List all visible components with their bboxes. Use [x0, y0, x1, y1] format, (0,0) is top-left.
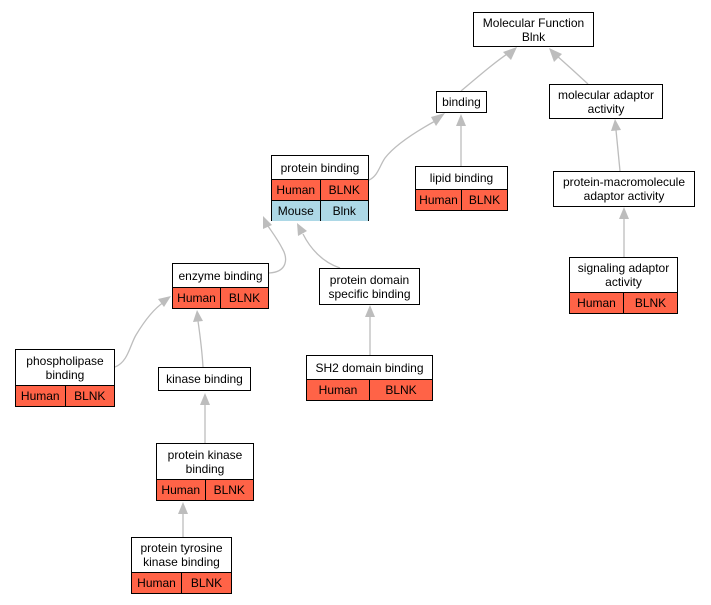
- arrowhead: [431, 113, 445, 126]
- species-row-human: Human BLNK: [570, 292, 677, 313]
- species-cell: Human: [177, 291, 216, 305]
- node-signaling-adaptor-activity[interactable]: signaling adaptor activity Human BLNK: [569, 257, 678, 314]
- gene-cell: Blnk: [319, 201, 369, 221]
- node-label: protein tyrosine kinase binding: [140, 541, 223, 569]
- node-sh2-domain-binding[interactable]: SH2 domain binding Human BLNK: [306, 355, 433, 401]
- node-protein-macromolecule-adaptor-activity[interactable]: protein-macromolecule adaptor activity: [553, 171, 695, 207]
- gene-cell: BLNK: [220, 288, 268, 308]
- node-label: phospholipase binding: [26, 353, 104, 382]
- arrowhead: [263, 216, 272, 229]
- species-cell: Human: [577, 296, 616, 310]
- arrowhead: [619, 207, 629, 219]
- gene-cell: BLNK: [623, 293, 677, 313]
- node-label: protein domain specific binding: [328, 272, 411, 301]
- species-row-human: Human BLNK: [307, 379, 432, 400]
- gene-cell: BLNK: [461, 190, 507, 210]
- gene-cell: BLNK: [204, 480, 254, 500]
- node-molecular-adaptor-activity[interactable]: molecular adaptor activity: [549, 84, 663, 119]
- edge-protein-macromolecule-adaptor-activity-to-molecular-adaptor-activity: [615, 129, 621, 172]
- arrowhead: [549, 48, 562, 62]
- node-protein-binding[interactable]: protein binding Human BLNK Mouse Blnk: [271, 155, 369, 221]
- edge-binding-to-molecular-function: [460, 51, 511, 92]
- arrowhead: [611, 119, 621, 131]
- species-cell: Human: [419, 193, 458, 207]
- edge-kinase-binding-to-enzyme-binding: [197, 320, 204, 368]
- species-cell: Human: [161, 483, 201, 497]
- node-protein-kinase-binding[interactable]: protein kinase binding Human BLNK: [156, 443, 254, 501]
- species-row-human: Human BLNK: [157, 479, 253, 500]
- arrowhead: [503, 47, 517, 60]
- arrowhead: [158, 296, 171, 307]
- node-label: lipid binding: [429, 171, 494, 185]
- arrowhead: [456, 114, 466, 126]
- node-label: binding: [442, 95, 481, 109]
- gene-cell: BLNK: [319, 180, 369, 200]
- edge-enzyme-binding-to-protein-binding: [267, 225, 287, 274]
- edge-protein-domain-specific-binding-to-protein-binding: [302, 233, 341, 269]
- species-row-human: Human BLNK: [173, 287, 268, 308]
- species-cell: Human: [276, 183, 316, 197]
- gene-cell: BLNK: [181, 573, 231, 593]
- species-row-mouse: Mouse Blnk: [272, 200, 368, 221]
- species-cell: Human: [137, 576, 176, 590]
- gene-cell: BLNK: [64, 386, 115, 406]
- arrowhead: [297, 223, 307, 236]
- species-cell: Human: [318, 383, 358, 397]
- edge-phospholipase-binding-to-enzyme-binding: [114, 301, 165, 368]
- node-label: molecular adaptor activity: [557, 87, 655, 116]
- node-protein-domain-specific-binding[interactable]: protein domain specific binding: [319, 268, 420, 305]
- node-kinase-binding[interactable]: kinase binding: [158, 367, 251, 391]
- node-label: enzyme binding: [178, 268, 263, 283]
- node-label: protein binding: [280, 160, 360, 175]
- node-lipid-binding[interactable]: lipid binding Human BLNK: [415, 166, 508, 211]
- node-label: SH2 domain binding: [315, 360, 424, 375]
- node-binding[interactable]: binding: [436, 91, 487, 113]
- edge-protein-binding-to-binding: [368, 119, 438, 181]
- node-label: kinase binding: [166, 372, 243, 386]
- arrowhead: [178, 502, 188, 514]
- node-molecular-function[interactable]: Molecular Function Blnk: [473, 12, 594, 47]
- arrowhead: [193, 310, 203, 322]
- species-row-human: Human BLNK: [272, 179, 368, 200]
- edge-molecular-adaptor-activity-to-molecular-function: [555, 54, 589, 85]
- gene-cell: BLNK: [369, 380, 432, 400]
- node-label: protein kinase binding: [167, 447, 243, 476]
- arrowhead: [365, 305, 375, 317]
- species-cell: Mouse: [277, 204, 314, 218]
- arrowhead: [200, 393, 210, 405]
- species-cell: Human: [20, 389, 60, 403]
- node-protein-tyrosine-kinase-binding[interactable]: protein tyrosine kinase binding Human BL…: [131, 537, 232, 594]
- species-row-human: Human BLNK: [132, 572, 231, 593]
- species-row-human: Human BLNK: [16, 385, 114, 406]
- node-label: protein-macromolecule adaptor activity: [562, 175, 686, 203]
- node-enzyme-binding[interactable]: enzyme binding Human BLNK: [172, 263, 269, 309]
- node-label: Molecular Function Blnk: [482, 15, 585, 44]
- node-label: signaling adaptor activity: [577, 261, 670, 289]
- node-phospholipase-binding[interactable]: phospholipase binding Human BLNK: [15, 349, 115, 407]
- species-row-human: Human BLNK: [416, 189, 507, 210]
